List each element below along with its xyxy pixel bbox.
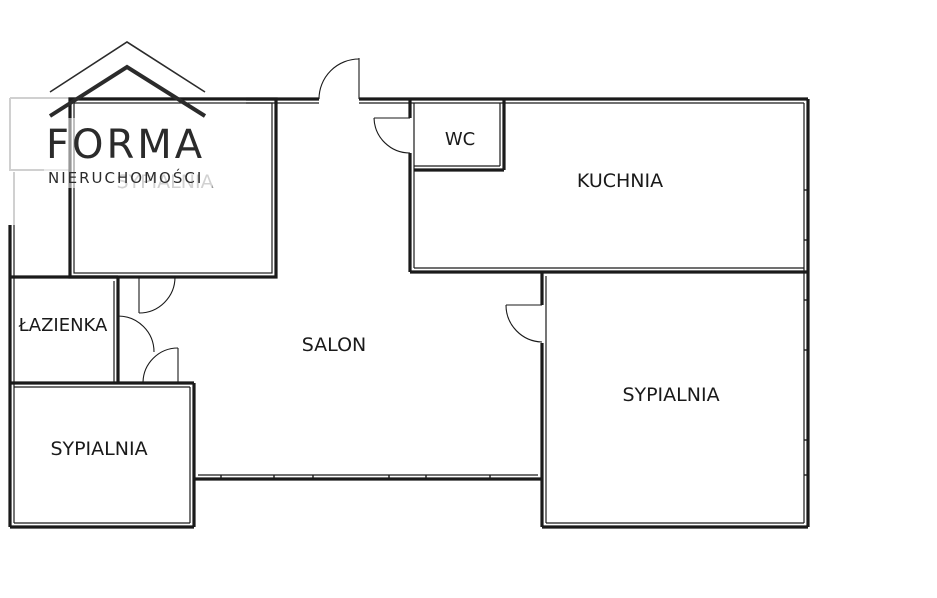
watermark-logo: FORMA NIERUCHOMOŚCI (44, 41, 212, 188)
entrance-door (318, 58, 360, 100)
room-label-living-room: SALON (302, 334, 367, 356)
room-label-kitchen: KUCHNIA (577, 170, 663, 192)
window-marks (220, 189, 808, 479)
doors (117, 58, 543, 384)
bedroom-right-door (505, 304, 543, 343)
bedroom-top-left-door (138, 276, 176, 314)
interior-walls (10, 97, 808, 481)
bedroom-left-bottom-door (142, 347, 179, 384)
watermark-subtitle: NIERUCHOMOŚCI (48, 168, 203, 187)
watermark-brand: FORMA (46, 122, 205, 168)
wc-door (373, 117, 411, 154)
roof-icon (48, 41, 207, 118)
room-label-bathroom: ŁAZIENKA (18, 315, 108, 336)
room-label-bedroom-left-bottom: SYPIALNIA (50, 438, 147, 460)
bathroom-door (117, 315, 155, 353)
room-label-bedroom-right: SYPIALNIA (622, 384, 719, 406)
room-label-wc: WC (445, 129, 475, 150)
